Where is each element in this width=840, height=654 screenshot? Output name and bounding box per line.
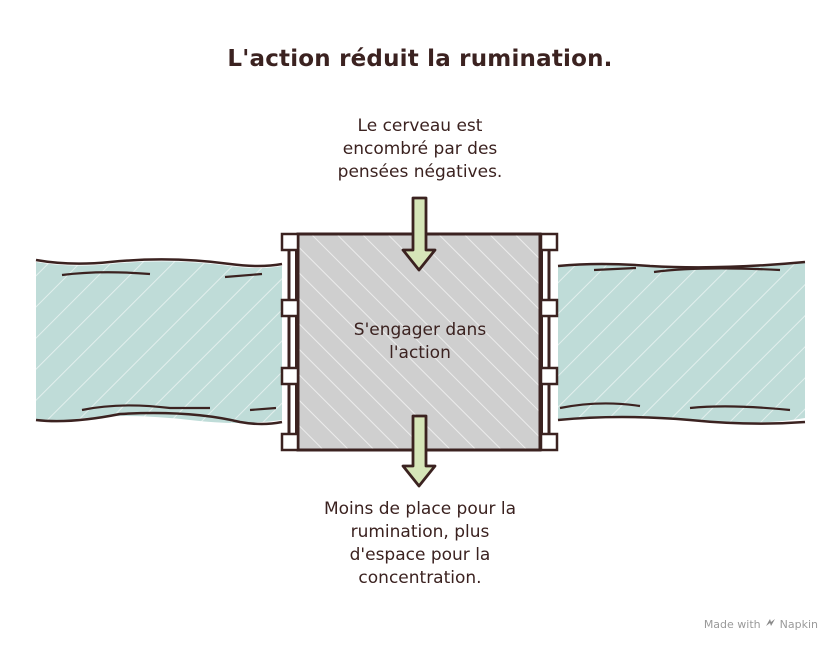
output-label-line: rumination, plus: [350, 522, 490, 542]
output-arrow-icon: [401, 414, 437, 488]
gate-label-line: l'action: [389, 343, 451, 363]
output-label-line: Moins de place pour la: [323, 499, 517, 519]
output-label-line: concentration.: [358, 568, 482, 588]
input-label-line: Le cerveau est: [357, 116, 483, 136]
gate-label: S'engager dans l'action: [300, 319, 540, 365]
input-label-line: encombré par des: [342, 139, 498, 159]
diagram-title: L'action réduit la rumination.: [227, 46, 613, 72]
made-with-footer[interactable]: Made with Napkin: [704, 617, 818, 631]
napkin-logo-icon: [765, 617, 776, 631]
left-river: [35, 258, 283, 426]
input-label: Le cerveau est encombré par des pensées …: [270, 115, 570, 184]
output-label: Moins de place pour la rumination, plus …: [270, 498, 570, 590]
output-label-line: d'espace pour la: [349, 545, 491, 565]
napkin-brand-text: Napkin: [779, 617, 818, 631]
right-river: [557, 260, 806, 425]
made-with-text: Made with: [703, 617, 761, 631]
gate-label-line: S'engager dans: [353, 320, 487, 340]
input-label-line: pensées négatives.: [337, 162, 503, 182]
input-arrow-icon: [401, 196, 437, 272]
